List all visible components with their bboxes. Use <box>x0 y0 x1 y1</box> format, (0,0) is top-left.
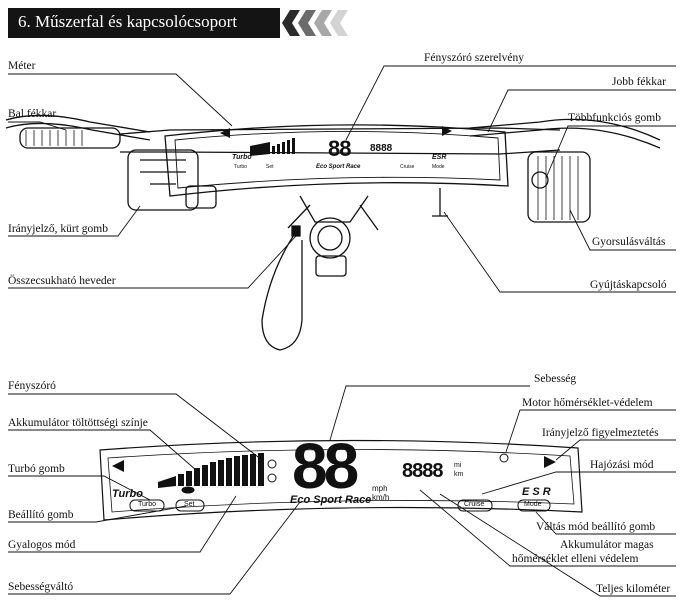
leader-right-brake <box>487 89 676 133</box>
label-ignition: Gyújtáskapcsoló <box>590 279 667 291</box>
speed-readout: 88 <box>292 430 359 502</box>
multifunction-knob <box>531 171 549 189</box>
unit-mi: mi <box>454 462 462 469</box>
mode-button: Mode <box>524 501 542 508</box>
leader-left-brake <box>8 121 67 131</box>
motor-temp-icon <box>499 453 509 463</box>
small-mode-button: Mode <box>432 164 445 170</box>
headlight-lamp <box>309 217 351 259</box>
leader-ignition <box>443 211 676 293</box>
leader-headlight-assembly <box>345 65 420 141</box>
leader-mode <box>535 511 676 535</box>
small-turbo-text: Turbo <box>232 154 252 161</box>
label-turn-warning: Irányjelző figyelmeztetés <box>542 427 659 439</box>
label-battery-temp-1: Akkumulátor magas <box>560 539 654 551</box>
unit-km: km <box>454 471 464 478</box>
leader-headlight <box>8 393 263 461</box>
leader-strap <box>8 235 297 289</box>
chevrons-decoration <box>282 10 348 36</box>
leader-multifunction <box>545 125 676 179</box>
section-header: 6. Műszerfal és kapcsolócsoport <box>8 8 280 38</box>
label-multifunction: Többfunkciós gomb <box>568 112 661 124</box>
leader-battery-color <box>8 429 197 471</box>
unit-mph: mph <box>372 484 388 493</box>
leader-motor-temp <box>505 409 676 453</box>
mode-btn-outline <box>517 499 551 512</box>
set-btn-outline <box>175 499 205 512</box>
leader-total-km <box>439 493 676 597</box>
turbo-btn-outline <box>129 499 165 512</box>
label-gear-shift: Sebességváltó <box>8 581 74 593</box>
large-display-frame <box>99 439 583 521</box>
cruise-button: Cruise <box>464 501 485 508</box>
label-folding-strap: Összecsukható heveder <box>8 275 116 287</box>
leader-set <box>8 505 187 523</box>
turbo-indicator-text: Turbo <box>112 488 143 500</box>
left-switch-block <box>127 149 199 211</box>
leader-cruise <box>481 471 676 495</box>
unit-kmh: km/h <box>372 493 390 502</box>
left-grip <box>19 127 121 149</box>
leader-turbo <box>8 475 151 501</box>
small-esr-text: ESR <box>432 154 447 161</box>
label-headlight: Fényszóró <box>8 380 56 392</box>
label-right-brake: Jobb fékkar <box>612 76 666 88</box>
small-odo-readout: 8888 <box>370 143 393 154</box>
label-total-km: Teljes kilométer <box>596 583 671 595</box>
label-turn-horn: Irányjelző, kürt gomb <box>8 223 108 235</box>
ride-mode-text: Eco Sport Race <box>290 494 372 506</box>
turbo-button: Turbo <box>138 501 157 508</box>
leader-turn-warning <box>555 439 676 461</box>
small-cruise-button: Cruise <box>400 164 415 170</box>
throttle-grip <box>527 151 591 223</box>
small-speed-readout: 88 <box>328 136 352 161</box>
small-set-button: Set <box>266 164 274 170</box>
label-battery-color: Akkumulátor töltöttségi színje <box>8 417 148 429</box>
leader-meter <box>8 73 233 127</box>
label-cruise-mode: Hajózási mód <box>590 459 654 471</box>
label-battery-temp-2: hőmérséklet elleni védelem <box>512 553 639 565</box>
leader-battery-temp <box>419 489 676 567</box>
label-walk-mode: Gyalogos mód <box>8 539 76 551</box>
folding-strap <box>261 231 303 351</box>
leader-walk <box>8 495 237 553</box>
dashboard-body <box>164 124 509 197</box>
label-speed: Sebesség <box>534 373 577 385</box>
odometer-readout: 8888 <box>402 460 443 482</box>
left-brake-lever <box>5 114 151 133</box>
label-mode-button: Váltás mód beállító gomb <box>536 521 656 533</box>
set-button: Set <box>184 501 195 508</box>
esr-indicator-text: E S R <box>522 486 551 498</box>
right-brake-lever <box>469 118 661 141</box>
label-motor-temp: Motor hőmérséklet-védelem <box>522 397 653 409</box>
label-turbo-button: Turbó gomb <box>8 463 65 475</box>
leader-turn-horn <box>8 205 141 237</box>
label-meter: Méter <box>8 60 36 72</box>
leader-gear <box>8 501 301 595</box>
leader-speed <box>329 385 530 441</box>
label-left-brake: Bal fékkar <box>8 108 57 120</box>
small-turbo-button: Turbo <box>234 164 247 170</box>
section-title: 6. Műszerfal és kapcsolócsoport <box>18 12 238 31</box>
leader-throttle <box>569 209 676 251</box>
left-turn-arrow <box>112 460 124 472</box>
label-headlight-assembly: Fényszóró szerelvény <box>424 52 524 64</box>
right-turn-arrow <box>544 456 556 468</box>
label-throttle: Gyorsulásváltás <box>592 236 666 248</box>
label-set-button: Beállító gomb <box>8 509 74 521</box>
small-mode-text: Eco Sport Race <box>316 164 361 170</box>
